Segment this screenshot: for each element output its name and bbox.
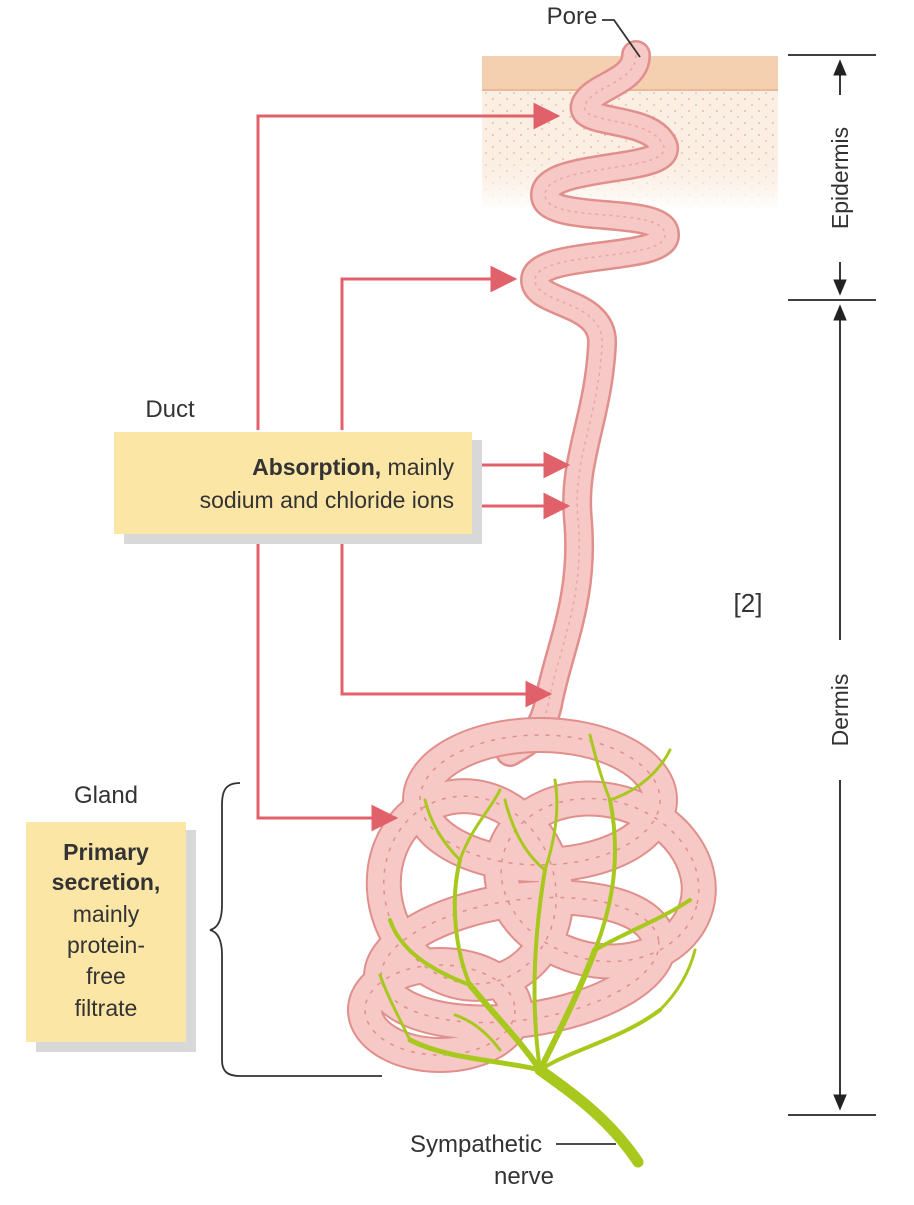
epidermis-label: Epidermis [827,127,853,229]
duct-box-line2: sodium and chloride ions [200,487,454,513]
absorption-arrows [256,102,571,832]
sympathetic-nerve-label-line1: Sympathetic [410,1131,542,1158]
gland-brace [209,782,382,1077]
pore-leader-line [602,19,641,58]
gland-box-line3: mainly [73,901,140,927]
duct-box-rest: mainly [381,454,454,480]
gland-box-line1: Primary [63,839,149,865]
gland-box-line4: protein- [67,932,145,958]
duct-box-bold: Absorption, [252,454,381,480]
gland-label: Gland [74,782,138,809]
gland-box-line5: free [86,963,126,989]
gland-info-box: Primary secretion, mainly protein- free … [26,822,196,1052]
dermis-label: Dermis [827,674,853,747]
duct-info-box: Absorption, mainly sodium and chloride i… [114,432,482,544]
sympathetic-nerve [378,733,697,1168]
sympathetic-nerve-label-line2: nerve [494,1163,554,1190]
gland-box-line2: secretion, [52,869,161,895]
svg-text:Absorption, mainly: Absorption, mainly [252,454,454,480]
layer-scale: Epidermis Dermis [788,54,876,1116]
sweat-duct [495,40,681,767]
duct-label: Duct [145,396,195,423]
gland-box-line6: filtrate [75,995,138,1021]
reference-mark: [2] [734,588,763,618]
pore-label: Pore [547,3,598,30]
